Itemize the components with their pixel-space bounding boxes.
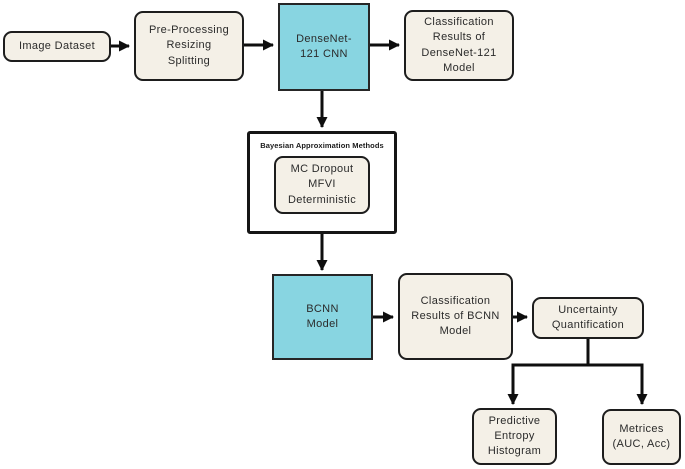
node-uncertainty-label: Uncertainty Quantification: [551, 303, 625, 331]
node-uncertainty: Uncertainty Quantification: [532, 297, 644, 339]
group-bayesian-approximation: Bayesian Approximation Methods MC Dropou…: [247, 131, 397, 234]
node-bayesian-methods-label: MC Dropout MFVI Deterministic: [287, 163, 357, 206]
node-densenet-label: DenseNet- 121 CNN: [296, 32, 352, 60]
node-metrices-label: Metrices (AUC, Acc): [612, 422, 671, 450]
node-preprocessing: Pre-Processing Resizing Splitting: [134, 11, 244, 81]
node-metrices: Metrices (AUC, Acc): [602, 409, 681, 465]
node-predictive-entropy: Predictive Entropy Histogram: [472, 408, 557, 465]
node-densenet-results: Classification Results of DenseNet-121 M…: [404, 10, 514, 81]
node-bcnn: BCNN Model: [272, 274, 373, 360]
node-densenet-results-label: Classification Results of DenseNet-121 M…: [421, 16, 497, 74]
node-bcnn-results-label: Classification Results of BCNN Model: [411, 294, 500, 338]
branch-uncertainty-split: [511, 338, 644, 367]
node-image-dataset-label: Image Dataset: [18, 39, 96, 52]
node-image-dataset: Image Dataset: [3, 31, 111, 62]
node-bcnn-label: BCNN Model: [306, 302, 339, 330]
node-predictive-entropy-label: Predictive Entropy Histogram: [487, 414, 542, 458]
node-bcnn-results: Classification Results of BCNN Model: [398, 273, 513, 360]
group-bayesian-approximation-title: Bayesian Approximation Methods: [260, 141, 384, 150]
node-densenet: DenseNet- 121 CNN: [278, 3, 370, 91]
node-preprocessing-label: Pre-Processing Resizing Splitting: [148, 24, 230, 67]
node-bayesian-methods: MC Dropout MFVI Deterministic: [274, 156, 370, 214]
